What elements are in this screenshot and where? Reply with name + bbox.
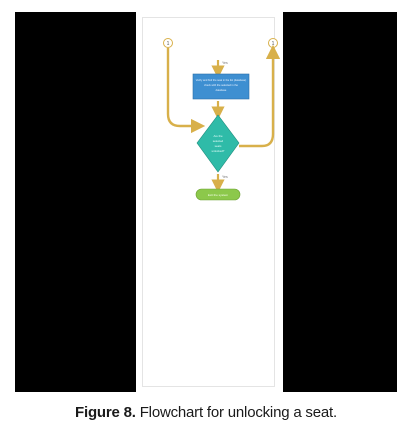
bottom-edge-label: Yes: [222, 175, 228, 179]
process-text-line-2: check with the selected in the: [204, 83, 238, 87]
end-connector: 1: [268, 38, 278, 48]
caption-text: Flowchart for unlocking a seat.: [135, 404, 337, 421]
end-connector-label: 1: [272, 41, 275, 47]
process-text-line-3: database: [216, 88, 227, 92]
decision-text-line-2: selected: [213, 139, 224, 143]
terminal-text: Exit the system: [208, 193, 229, 197]
terminal-node: Exit the system: [195, 188, 241, 201]
top-edge-label: Yes: [222, 61, 228, 65]
arrow-decision-to-end: [239, 44, 281, 148]
start-connector-label: 1: [167, 41, 170, 47]
caption-label: Figure 8.: [75, 404, 136, 421]
decision-diamond: Are the selected seats unlocked?: [196, 114, 240, 173]
decision-text-line-4: unlocked?: [212, 149, 225, 153]
decision-text-line-1: Are the: [213, 134, 222, 138]
figure-caption: Figure 8. Flowchart for unlocking a seat…: [0, 404, 412, 421]
process-box: Verify and find the seat in the list (da…: [192, 73, 250, 100]
arrow-start-to-decision: [166, 48, 206, 134]
page-border: [142, 17, 275, 387]
decision-text-line-3: seats: [215, 144, 222, 148]
flowchart-diagram: 1 1 Yes Verify and find the seat in the …: [163, 38, 281, 201]
image-frame: 1 1 Yes Verify and find the seat in the …: [15, 12, 397, 392]
process-text-line-1: Verify and find the seat in the list (da…: [196, 78, 247, 82]
flowchart-page: 1 1 Yes Verify and find the seat in the …: [136, 12, 283, 392]
start-connector: 1: [163, 38, 173, 48]
